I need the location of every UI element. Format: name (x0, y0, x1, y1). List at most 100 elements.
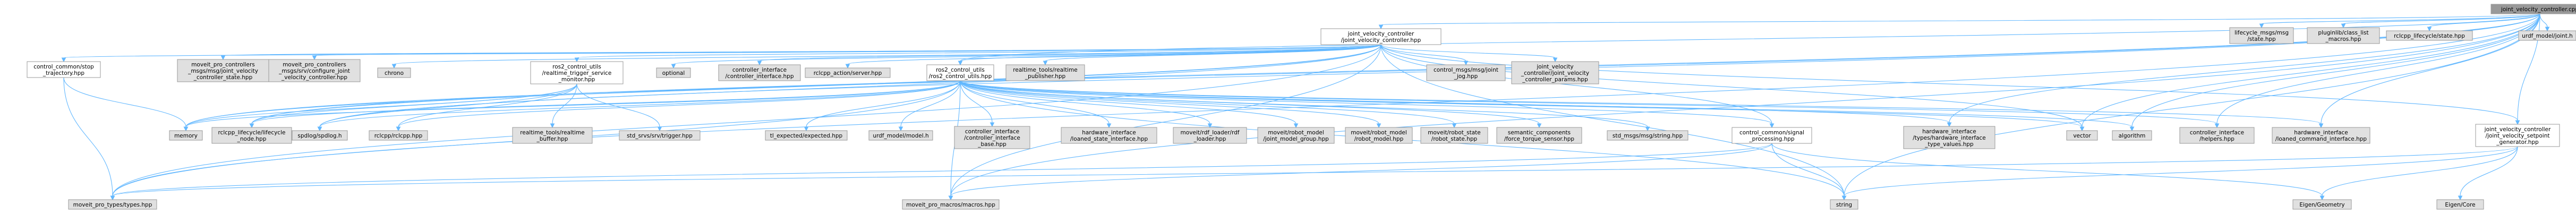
node-trigger-mon[interactable]: ros2_control_utils/realtime_trigger_serv… (530, 61, 624, 84)
node-std-string: std_msgs/msg/string.hpp (1607, 130, 1688, 141)
node-ctrl-state: moveit_pro_controllers_msgs/msg/joint_ve… (177, 59, 269, 82)
node-label: _macros.hpp (2325, 36, 2361, 42)
node-label: _velocity_controller.hpp (281, 74, 347, 81)
node-label: ros2_control_utils (936, 67, 985, 73)
node-box (369, 130, 428, 141)
node-urdf-joint: urdf_model/joint.h (2518, 30, 2576, 41)
node-box (1607, 130, 1688, 141)
edge-stop_traj-to-memory (63, 77, 189, 132)
node-box (619, 130, 701, 141)
edge-r2c_utils-to-memory (183, 80, 961, 132)
node-label: _node.hpp (237, 136, 267, 142)
node-box (926, 64, 994, 81)
edge-root-to-rclcpp_lc_state (2427, 13, 2540, 32)
edge-r2c_utils-to-robot_model_group (960, 80, 1299, 129)
node-rclcpp-lc-node: rclcpp_lifecycle/lifecycle_node.hpp (211, 127, 292, 144)
node-rclcpp-action: rclcpp_action/server.hpp (805, 67, 891, 78)
edge-root-to-r2c_utils (958, 13, 2540, 66)
node-box (1173, 127, 1247, 144)
edge-jvc_hpp-to-jog (1380, 44, 1469, 66)
node-box (1320, 28, 1441, 45)
edge-jvc_hpp-to-vector (1380, 44, 2085, 132)
node-tl-expected: tl_expected/expected.hpp (765, 130, 848, 141)
node-box (1345, 127, 1413, 144)
node-eigen-core: Eigen/Core (2436, 199, 2484, 210)
edge-setpoint_gen-to-types (110, 146, 2518, 201)
edge-jvc_hpp-to-chrono (391, 44, 1381, 69)
node-ci-controller: controller_interface/controller_interfac… (718, 64, 801, 81)
node-label: realtime_tools/realtime (520, 130, 584, 136)
node-label: _msgs/msg/joint_velocity (187, 68, 258, 74)
node-label: spdlog/spdlog.h (297, 133, 342, 139)
node-label: /loaned_command_interface.hpp (2275, 136, 2367, 142)
edge-signal_proc-to-macros (948, 143, 1772, 201)
edge-r2c_utils-to-urdf_loader (960, 80, 1213, 129)
node-urdf-loader: moveit/rdf_loader/rdf_loader.hpp (1173, 127, 1247, 144)
node-label: hardware_interface (2294, 130, 2348, 136)
node-box (68, 199, 157, 210)
node-rt-publisher: realtime_tools/realtime_publisher.hpp (1005, 64, 1085, 81)
node-box (2229, 27, 2294, 44)
node-label: _msgs/srv/configure_joint (278, 68, 350, 74)
node-label: pluginlib/class_list (2318, 30, 2368, 36)
node-label: joint_velocity_controller.cpp (2501, 6, 2576, 13)
node-box (292, 130, 348, 141)
node-label: _jog.hpp (1454, 73, 1478, 80)
node-string: string (1830, 199, 1858, 210)
node-label: _type_values.hpp (1924, 141, 1974, 148)
node-label: semantic_components (1508, 130, 1571, 136)
edge-jvc_hpp-to-trigger_mon (574, 44, 1381, 63)
node-box (2475, 124, 2560, 147)
edge-trigger_mon-to-srv_trigger (576, 83, 662, 132)
node-label: /controller_interface.hpp (725, 73, 794, 80)
node-label: /loaned_state_interface.hpp (1070, 136, 1148, 142)
node-eigen-geom: Eigen/Geometry (2292, 199, 2352, 210)
node-box (2307, 27, 2380, 44)
node-box (1420, 127, 1488, 144)
edge-setpoint_gen-to-string (1841, 146, 2518, 201)
node-ci-base: controller_interface/controller_interfac… (954, 126, 1030, 149)
node-setpoint-gen[interactable]: joint_velocity_controller/joint_velocity… (2475, 124, 2560, 147)
node-label: /realtime_trigger_service (542, 70, 612, 76)
node-signal-proc[interactable]: control_common/signal_processing.hpp (1731, 127, 1812, 144)
node-box (377, 67, 411, 78)
node-box (2436, 199, 2484, 210)
edge-setpoint_gen-to-eigen_geom (2319, 146, 2518, 201)
node-label: /robot_model.hpp (1354, 136, 1404, 142)
node-label: controller_interface (965, 129, 1019, 135)
node-box (902, 199, 1000, 210)
edge-r2c_utils-to-robot_state (960, 80, 1457, 129)
node-srv-trigger: std_srvs/srv/trigger.hpp (619, 130, 701, 141)
edge-jvc_hpp-to-r2c_utils (958, 44, 1381, 66)
edge-trigger_mon-to-rclcpp_lc_node (249, 83, 577, 129)
node-macros: moveit_pro_macros/macros.hpp (902, 199, 1000, 210)
node-box (1830, 199, 1858, 210)
node-ci-helpers: controller_interface/helpers.hpp (2179, 127, 2255, 144)
node-hw-types: hardware_interface/types/hardware_interf… (1903, 126, 1995, 149)
node-jvc-hpp[interactable]: joint_velocity_controller/joint_velocity… (1320, 28, 1441, 45)
node-label: _buffer.hpp (536, 136, 568, 142)
node-label: /joint_velocity_setpoint (2486, 133, 2550, 139)
node-label: chrono (385, 70, 404, 76)
node-box (2518, 30, 2576, 41)
node-label: rclcpp_action/server.hpp (814, 70, 882, 76)
node-label: _controller/joint_velocity (1521, 70, 1589, 76)
node-label: Eigen/Geometry (2299, 202, 2344, 208)
node-label: hardware_interface (1922, 129, 1976, 135)
edge-root-to-jvc_hpp (1378, 13, 2540, 30)
node-box (1731, 127, 1812, 144)
edge-root-to-urdf_joint (2539, 13, 2550, 32)
node-jog: control_msgs/msg/joint_jog.hpp (1426, 64, 1506, 81)
node-box (177, 59, 269, 82)
node-label: _publisher.hpp (1025, 73, 1066, 80)
node-label: std_srvs/srv/trigger.hpp (627, 133, 693, 139)
node-label: std_msgs/msg/string.hpp (1613, 133, 1683, 139)
node-r2c-utils[interactable]: ros2_control_utils/ros2_control_utils.hp… (926, 64, 994, 81)
node-memory: memory (169, 130, 203, 141)
node-stop-traj[interactable]: control_common/stop_trajectory.hpp (27, 61, 101, 78)
edge-r2c_utils-to-urdf_model (898, 80, 961, 132)
node-label: lifecycle_msgs/msg (2234, 30, 2289, 36)
node-root[interactable]: joint_velocity_controller.cpp (2490, 4, 2576, 14)
node-box (2272, 127, 2370, 144)
